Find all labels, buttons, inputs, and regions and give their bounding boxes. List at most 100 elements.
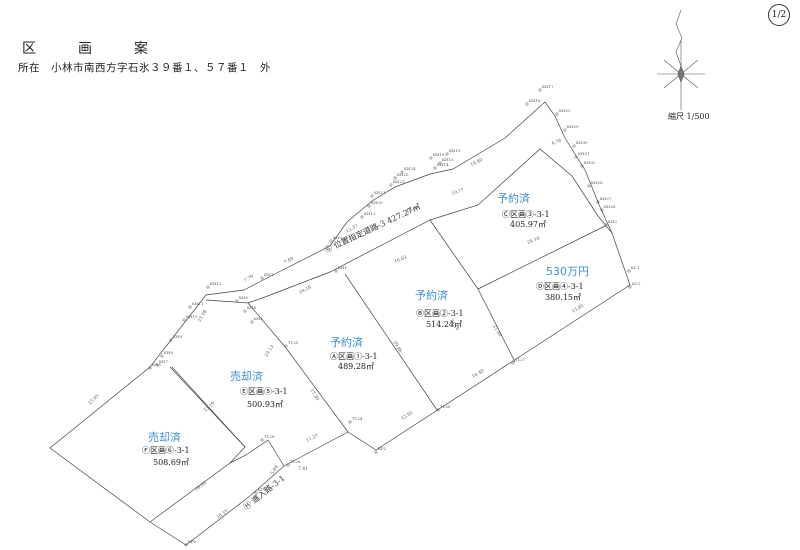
survey-point-marker xyxy=(574,155,578,159)
survey-point-label: KH4 xyxy=(247,305,256,310)
survey-point-label: KH18 xyxy=(433,152,445,157)
survey-point-marker xyxy=(604,223,608,227)
survey-point-marker xyxy=(148,366,152,370)
dimension-label: 21.80 xyxy=(491,324,503,338)
divider-a-b xyxy=(344,273,438,411)
divider-b-c xyxy=(429,219,479,290)
survey-point-label: KH12 xyxy=(210,281,222,286)
survey-point-marker xyxy=(429,156,433,160)
dimension-label: 16.48 xyxy=(471,368,485,380)
survey-point-label: KH32 xyxy=(584,160,596,165)
survey-point-label: T124 xyxy=(352,416,363,421)
survey-point-label: KH20 xyxy=(371,200,383,205)
road-g-edge xyxy=(205,148,613,304)
dimension-label: 16.63 xyxy=(394,254,408,264)
survey-point-label: KH22 xyxy=(559,108,571,113)
survey-point-marker xyxy=(260,438,264,442)
survey-point-label: T129 xyxy=(264,434,275,439)
divider-e xyxy=(247,302,287,349)
dimension-label: 26.18 xyxy=(527,235,541,245)
lot-f-area: 508.69㎡ xyxy=(153,458,189,467)
survey-point-marker xyxy=(188,305,192,309)
lot-b-area: 514.24㎡ xyxy=(426,320,462,329)
dimension-label: 29.86 xyxy=(391,340,403,354)
survey-point-marker xyxy=(374,450,378,454)
survey-points: KH17KH16KH22KH29KH30KH31KH32KH28KH27KH26… xyxy=(148,84,641,547)
survey-point-marker xyxy=(400,170,404,174)
survey-point-marker xyxy=(445,152,449,156)
survey-point-label: KP3 xyxy=(258,487,267,492)
survey-point-marker xyxy=(169,338,173,342)
dimension-label: 18.18 xyxy=(298,284,312,295)
survey-point-label: KH23 xyxy=(393,179,405,184)
survey-point-marker xyxy=(254,491,258,495)
survey-point-marker xyxy=(260,276,264,280)
lot-f-label: Ⓕ区画⑥-3-1 xyxy=(142,446,190,455)
survey-point-label: KH24 xyxy=(404,166,416,171)
divider-c-d xyxy=(477,225,606,290)
dimension-label: 7.79 xyxy=(243,273,255,283)
survey-point-label: KH2 xyxy=(608,219,617,224)
dimension-label: 7.89 xyxy=(283,256,295,266)
page-indicator: 1/2 xyxy=(768,4,790,26)
survey-point-label: KC1 xyxy=(631,265,640,270)
survey-point-marker xyxy=(436,408,440,412)
lot-d-area: 380.15㎡ xyxy=(545,293,581,302)
survey-point-label: KH10 xyxy=(186,314,198,319)
survey-point-label: KH7 xyxy=(159,359,168,364)
lot-a-status: 予約済 xyxy=(330,335,363,349)
dimension-label: 5.84 xyxy=(270,464,280,476)
survey-point-marker xyxy=(627,269,631,273)
divider-e2 xyxy=(285,347,349,433)
lot-b-label: Ⓑ区画②-3-1 xyxy=(416,309,464,318)
survey-point-marker xyxy=(587,184,591,188)
dimension-label: 13.85 xyxy=(571,303,585,315)
survey-point-marker xyxy=(250,320,254,324)
road-h-edge-2 xyxy=(149,366,246,523)
dimension-label: 14.40 xyxy=(469,157,483,168)
survey-point-marker xyxy=(525,102,529,106)
survey-point-marker xyxy=(389,183,393,187)
survey-point-label: KH6 xyxy=(152,362,161,367)
dimension-label: 12.37 xyxy=(345,223,359,235)
survey-point-label: KH13 xyxy=(364,211,376,216)
dimension-label: 17.30 xyxy=(308,388,320,402)
survey-point-marker xyxy=(329,239,333,243)
survey-point-label: KH25 xyxy=(397,172,409,177)
survey-point-marker xyxy=(563,128,567,132)
survey-point-marker xyxy=(600,208,604,212)
survey-point-label: KH26 xyxy=(604,204,616,209)
survey-point-marker xyxy=(160,354,164,358)
survey-point-label: KH27 xyxy=(600,196,612,201)
survey-point-label: T128 xyxy=(290,459,301,464)
survey-point-marker xyxy=(360,215,364,219)
dimension-label: 4.78 xyxy=(551,138,563,147)
survey-point-label: KH3 xyxy=(254,316,263,321)
survey-point-label: KH14 xyxy=(437,162,449,167)
lot-a-label: Ⓐ区画①-3-1 xyxy=(330,352,378,361)
survey-point-marker xyxy=(334,269,338,273)
survey-point-label: KH19 xyxy=(449,148,461,153)
survey-point-label: KH30 xyxy=(576,140,588,145)
survey-point-label: KH16 xyxy=(529,98,541,103)
lot-a-area: 489.28㎡ xyxy=(338,362,374,371)
survey-point-label: T125 xyxy=(288,340,299,345)
divider-f xyxy=(169,366,246,448)
survey-point-label: KH15 xyxy=(442,157,454,162)
dimension-label: 18.10 xyxy=(216,508,230,521)
survey-point-marker xyxy=(284,344,288,348)
page-title: 区 画 案 xyxy=(22,41,162,57)
lot-c-status: 予約済 xyxy=(497,191,530,205)
survey-point-marker xyxy=(511,361,515,365)
dimension-label: 12.95 xyxy=(400,410,414,422)
survey-point-label: KP5 xyxy=(188,539,197,544)
dimension-label: 10.85 xyxy=(405,204,419,215)
survey-point-label: KH28 xyxy=(591,180,603,185)
lot-c-area: 405.97㎡ xyxy=(510,220,546,229)
survey-point-label: KH17 xyxy=(542,84,554,89)
survey-point-marker xyxy=(438,161,442,165)
survey-point-label: T130 xyxy=(440,404,451,409)
lot-f-status: 売却済 xyxy=(148,430,181,444)
survey-point-marker xyxy=(555,112,559,116)
dimension-label: 23.08 xyxy=(197,309,209,323)
